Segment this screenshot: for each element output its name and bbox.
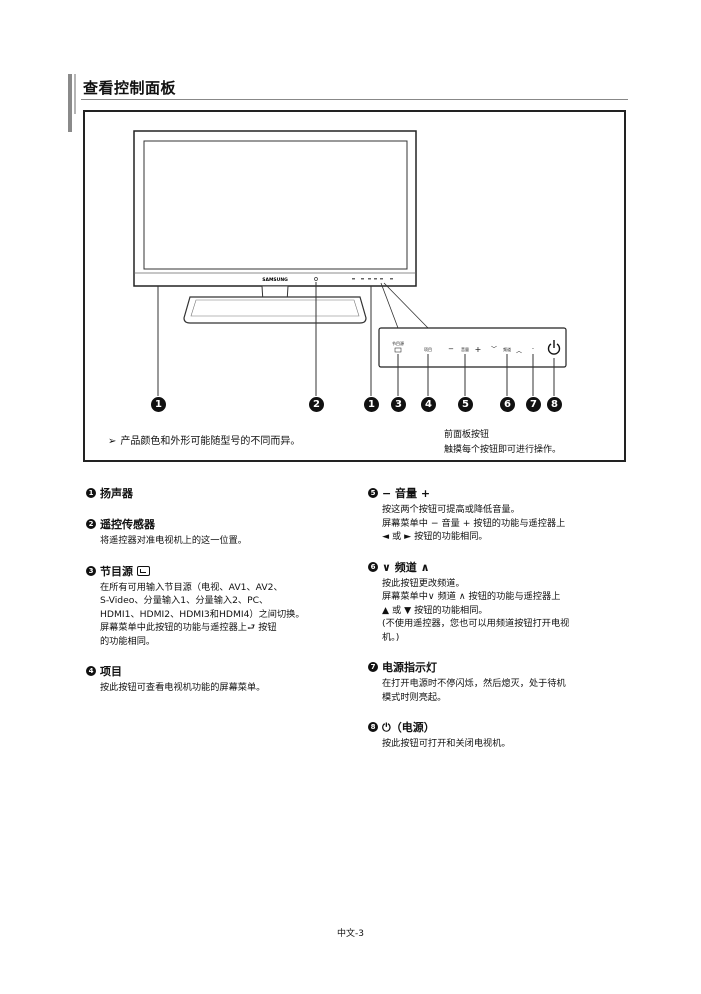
item-body: 按此按钮可打开和关闭电视机。 <box>382 738 511 749</box>
callout-7-power-led: 7 <box>526 397 541 412</box>
callout-4-menu: 4 <box>421 397 436 412</box>
tv-screen <box>143 140 408 270</box>
panel-led: · <box>532 345 534 353</box>
panel-vol-label: 音量 <box>461 346 469 352</box>
item-title: ∨ 频道 ∧ <box>382 560 430 574</box>
item-number: 2 <box>86 519 96 529</box>
header-accent-bar <box>68 74 72 132</box>
item-title: 遥控传感器 <box>100 518 155 531</box>
item-power-indicator: 7 电源指示灯 在打开电源时不停闪烁，然后熄灭，处于待机 模式时则亮起。 <box>368 659 638 704</box>
panel-vol-plus: + <box>475 345 482 354</box>
item-number: 5 <box>368 488 378 498</box>
item-remote-sensor: 2 遥控传感器 将遥控器对准电视机上的这一位置。 <box>86 516 346 548</box>
panel-source-label: 节目源 <box>392 340 404 346</box>
page-title: 查看控制面板 <box>83 79 177 97</box>
front-panel-box <box>378 327 567 368</box>
item-speaker: 1 扬声器 <box>86 485 346 501</box>
tv-stand-base <box>183 296 367 324</box>
descriptions-right-column: 5 − 音量 + 按这两个按钮可提高或降低音量。 屏幕菜单中 − 音量 + 按钮的… <box>368 485 638 766</box>
callout-8-power: 8 <box>547 397 562 412</box>
item-number: 6 <box>368 561 378 572</box>
descriptions-left-column: 1 扬声器 2 遥控传感器 将遥控器对准电视机上的这一位置。 3 节目源 在所有可用输… <box>86 485 346 710</box>
remote-sensor-dot <box>314 277 318 281</box>
figure-note: ➢产品颜色和外形可能随型号的不同而异。 <box>108 436 301 447</box>
title-divider <box>81 99 628 100</box>
front-panel-title: 前面板按钮 <box>444 430 490 440</box>
panel-ch-down: ﹀ <box>491 346 497 353</box>
panel-source-icon <box>394 347 402 353</box>
item-title: ⏻（电源） <box>382 721 435 734</box>
callout-3-source: 3 <box>391 397 406 412</box>
callout-2-remote-sensor: 2 <box>309 397 324 412</box>
tv-front-button-row <box>352 278 393 280</box>
item-title: 扬声器 <box>100 487 133 500</box>
item-power: 8 ⏻（电源） 按此按钮可打开和关闭电视机。 <box>368 719 638 751</box>
callout-6-channel: 6 <box>500 397 515 412</box>
item-number: 7 <box>368 662 378 672</box>
front-panel-description: 触摸每个按钮即可进行操作。 <box>444 445 562 455</box>
item-body: 按此按钮可查看电视机功能的屏幕菜单。 <box>100 682 266 693</box>
panel-ch-label: 频道 <box>503 346 511 352</box>
source-icon <box>137 565 150 576</box>
item-volume: 5 − 音量 + 按这两个按钮可提高或降低音量。 屏幕菜单中 − 音量 + 按钮的… <box>368 485 638 544</box>
item-title: 项目 <box>100 665 122 678</box>
item-menu: 4 项目 按此按钮可查看电视机功能的屏幕菜单。 <box>86 663 346 695</box>
control-panel-figure <box>83 110 626 462</box>
header-accent-bar-light <box>74 74 76 114</box>
tv-brand-logo: SAMSUNG <box>262 277 288 283</box>
page-number: 中文-3 <box>337 929 364 939</box>
panel-ch-up: ︿ <box>516 348 522 355</box>
panel-power-icon <box>547 340 561 355</box>
item-title: 电源指示灯 <box>382 661 437 674</box>
item-number: 4 <box>86 666 96 676</box>
item-number: 3 <box>86 565 96 576</box>
item-body: 在打开电源时不停闪烁，然后熄灭，处于待机 模式时则亮起。 <box>382 678 566 703</box>
callout-1-left-speaker: 1 <box>151 397 166 412</box>
callout-1-right-speaker: 1 <box>364 397 379 412</box>
note-arrow-icon: ➢ <box>108 436 117 447</box>
item-number: 1 <box>86 488 96 498</box>
item-body: 将遥控器对准电视机上的这一位置。 <box>100 535 247 546</box>
callout-5-volume: 5 <box>458 397 473 412</box>
panel-menu-label: 项目 <box>424 346 432 352</box>
panel-vol-minus: − <box>448 345 454 353</box>
item-title: 节目源 <box>100 564 133 578</box>
item-body: 按这两个按钮可提高或降低音量。 屏幕菜单中 − 音量 + 按钮的功能与遥控器上 … <box>382 504 566 542</box>
item-body: 按此按钮更改频道。 屏幕菜单中∨ 频道 ∧ 按钮的功能与遥控器上 ▲ 或 ▼ 按… <box>382 577 570 643</box>
item-source: 3 节目源 在所有可用输入节目源（电视、AV1、AV2、 S-Video、分量输入… <box>86 563 346 649</box>
item-number: 8 <box>368 722 378 732</box>
item-body: 在所有可用输入节目源（电视、AV1、AV2、 S-Video、分量输入1、分量输… <box>100 581 305 647</box>
item-title: − 音量 + <box>382 487 431 500</box>
item-channel: 6 ∨ 频道 ∧ 按此按钮更改频道。 屏幕菜单中∨ 频道 ∧ 按钮的功能与遥控器上… <box>368 559 638 645</box>
